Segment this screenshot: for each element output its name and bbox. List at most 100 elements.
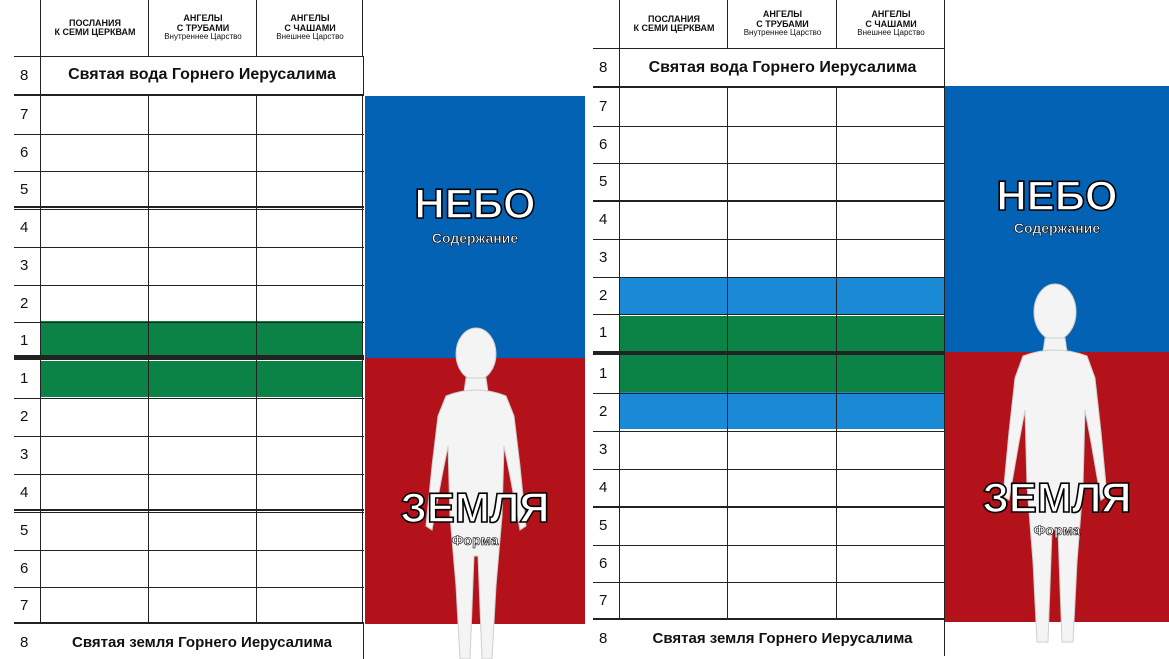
- header-bowls: АНГЕЛЫ С ЧАШАМИ Внешнее Царство: [257, 0, 363, 56]
- top-row-label: Святая вода Горнего Иерусалима: [68, 66, 336, 83]
- header-trumpets: АНГЕЛЫ С ТРУБАМИ Внутреннее Царство: [149, 0, 257, 56]
- earth-subtitle: Форма: [1033, 522, 1081, 539]
- header-bowls-line1: АНГЕЛЫ: [290, 13, 330, 24]
- header-churches-line2: К СЕМИ ЦЕРКВАМ: [54, 27, 136, 37]
- grid-line: [14, 247, 364, 248]
- grid-line: [593, 126, 945, 127]
- upper-row-number-2: 2: [599, 286, 608, 304]
- header-bowls-line2: С ЧАШАМИ: [865, 18, 917, 29]
- upper-row-number-6: 6: [599, 135, 608, 153]
- grid-line: [14, 322, 364, 323]
- grid-line: [362, 96, 363, 624]
- lower-row-1-highlight: [41, 361, 363, 397]
- lower-row-number-6: 6: [20, 559, 29, 577]
- grid-line: [944, 48, 945, 88]
- upper-row-number-3: 3: [20, 256, 29, 274]
- grid-line: [593, 277, 945, 278]
- upper-row-number-6: 6: [20, 143, 29, 161]
- lower-row-number-5: 5: [20, 521, 29, 539]
- grid-line: [363, 624, 364, 659]
- header-trumpets-line1: АНГЕЛЫ: [762, 9, 803, 20]
- upper-row-number-3: 3: [599, 248, 608, 266]
- grid-line: [727, 0, 728, 48]
- grid-line: [593, 163, 945, 164]
- earth-title: ЗЕМЛЯ: [400, 483, 551, 532]
- bottom-row-number: 8: [599, 629, 608, 647]
- upper-row-number-2: 2: [20, 294, 29, 312]
- header-trumpets-subtitle: Внутреннее Царство: [743, 28, 822, 38]
- upper-row-1-highlight: [41, 321, 363, 356]
- lower-row-number-5: 5: [599, 516, 608, 534]
- top-row-number: 8: [20, 66, 29, 84]
- upper-row-number-7: 7: [599, 97, 608, 115]
- lower-row-1-highlight: [620, 355, 945, 392]
- human-figure: [425, 327, 527, 659]
- lower-row-number-3: 3: [599, 440, 608, 458]
- grid-line: [363, 56, 364, 96]
- upper-row-number-7: 7: [20, 105, 29, 123]
- grid-line: [14, 355, 364, 360]
- upper-row-number-4: 4: [599, 210, 608, 228]
- header-bowls-line2: С ЧАШАМИ: [284, 22, 336, 33]
- header-bowls-line1: АНГЕЛЫ: [871, 9, 911, 20]
- sky-title: НЕБО: [996, 171, 1119, 220]
- grid-line: [14, 171, 364, 172]
- lower-row-number-1: 1: [599, 364, 608, 382]
- header-churches-line2: К СЕМИ ЦЕРКВАМ: [633, 23, 715, 33]
- grid-line: [14, 474, 364, 475]
- grid-line: [256, 96, 257, 624]
- lower-row-number-7: 7: [20, 596, 29, 614]
- earth-title: ЗЕМЛЯ: [982, 473, 1133, 522]
- lower-row-number-7: 7: [599, 591, 608, 609]
- grid-line: [14, 550, 364, 551]
- grid-line: [14, 94, 364, 96]
- grid-line: [148, 0, 149, 56]
- grid-line: [593, 48, 945, 49]
- lower-row-number-2: 2: [599, 402, 608, 420]
- grid-line: [593, 393, 945, 394]
- upper-row-1-highlight: [620, 316, 945, 351]
- grid-line: [256, 0, 257, 56]
- header-bowls: АНГЕЛЫ С ЧАШАМИ Внешнее Царство: [837, 0, 945, 48]
- top-row-label: Святая вода Горнего Иерусалима: [648, 58, 917, 76]
- upper-row-2-highlight: [620, 278, 945, 315]
- sky-title: НЕБО: [414, 179, 537, 228]
- upper-row-number-1: 1: [599, 323, 608, 341]
- lower-row-number-4: 4: [20, 483, 29, 501]
- right-diagram-panel: ПОСЛАНИЯ К СЕМИ ЦЕРКВАМ АНГЕЛЫ С ТРУБАМИ…: [585, 0, 1169, 659]
- bottom-row-label: Святая земля Горнего Иерусалима: [652, 629, 913, 647]
- left-diagram-panel: ПОСЛАНИЯ К СЕМИ ЦЕРКВАМ АНГЕЛЫ С ТРУБАМИ…: [14, 0, 585, 659]
- grid-line: [14, 206, 364, 208]
- upper-row-number-5: 5: [20, 180, 29, 198]
- grid-line: [14, 509, 364, 511]
- grid-line: [593, 431, 945, 432]
- header-bowls-subtitle: Внешнее Царство: [857, 28, 925, 38]
- header-churches-line1: ПОСЛАНИЯ: [648, 13, 700, 24]
- grid-line: [14, 398, 364, 399]
- grid-line: [944, 0, 945, 48]
- grid-line: [593, 469, 945, 470]
- grid-line: [593, 239, 945, 240]
- grid-line: [944, 620, 945, 656]
- sky-subtitle: Содержание: [431, 230, 519, 247]
- grid-line: [14, 56, 364, 57]
- header-trumpets-line1: АНГЕЛЫ: [183, 13, 223, 24]
- grid-line: [593, 545, 945, 546]
- top-row-number: 8: [599, 59, 608, 76]
- grid-line: [593, 582, 945, 583]
- lower-row-number-4: 4: [599, 478, 608, 496]
- bottom-row-label: Святая земля Горнего Иерусалима: [72, 633, 332, 651]
- human-figure: [1002, 283, 1108, 643]
- upper-row-number-1: 1: [20, 331, 29, 349]
- grid-line: [593, 618, 945, 620]
- lower-row-number-1: 1: [20, 369, 29, 387]
- grid-line: [14, 436, 364, 437]
- grid-line: [836, 0, 837, 48]
- header-churches: ПОСЛАНИЯ К СЕМИ ЦЕРКВАМ: [41, 0, 149, 56]
- grid-line: [593, 314, 945, 315]
- header-trumpets-line2: С ТРУБАМИ: [176, 22, 230, 33]
- earth-subtitle: Форма: [451, 532, 499, 549]
- grid-line: [40, 0, 41, 622]
- grid-line: [619, 0, 620, 620]
- header-trumpets-subtitle: Внутреннее Царство: [164, 32, 242, 42]
